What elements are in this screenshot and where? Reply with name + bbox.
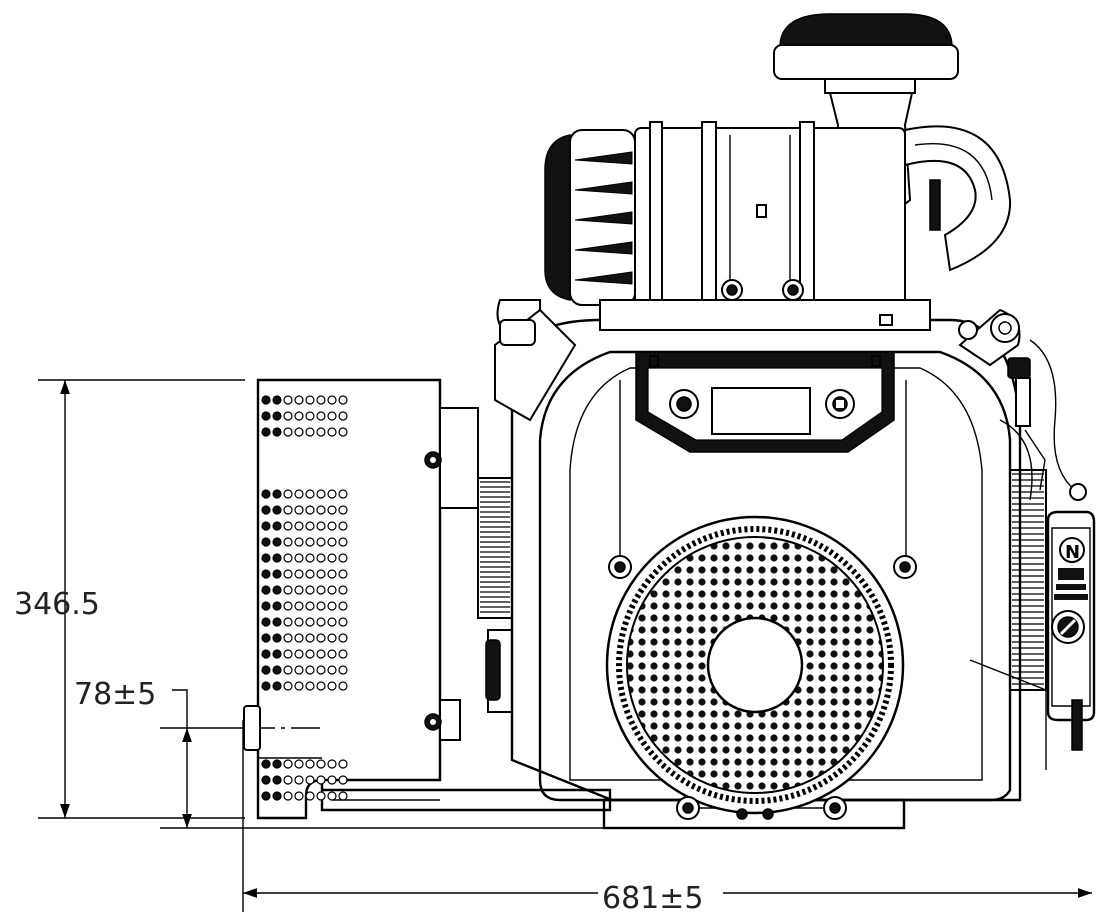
oil-fill-plate: N xyxy=(969,510,1096,770)
dimension-offset-label: 78±5 xyxy=(74,677,156,712)
fuel-symbol-label: N xyxy=(1065,542,1080,563)
cooling-fins-right xyxy=(1012,473,1044,685)
muffler-heat-shield xyxy=(243,378,612,820)
dimension-height-label: 346.5 xyxy=(14,587,100,622)
cooling-fins-left xyxy=(480,481,510,613)
muffler-vent-holes xyxy=(261,395,348,801)
air-cleaner xyxy=(544,13,1012,331)
dimension-lines xyxy=(38,379,1092,912)
engine-body xyxy=(477,299,1087,830)
dimension-width-label: 681±5 xyxy=(602,881,703,916)
